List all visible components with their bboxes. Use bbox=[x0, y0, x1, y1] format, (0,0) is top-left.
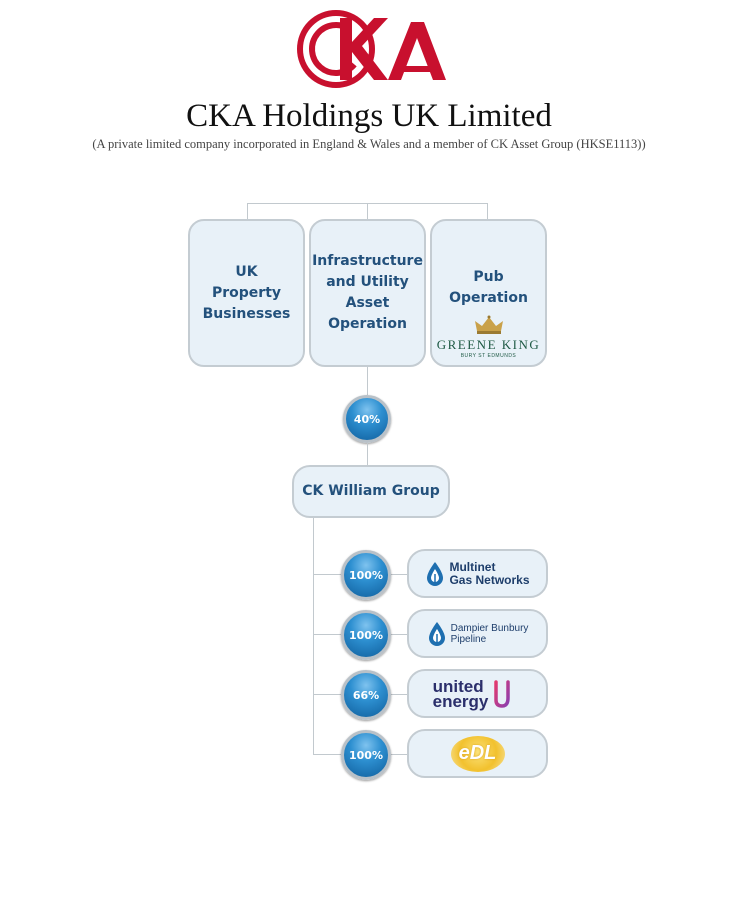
edl-logo: eDL bbox=[450, 735, 505, 772]
dampier-line1: Dampier Bunbury bbox=[450, 622, 529, 634]
united-energy-logo-box: united energy bbox=[407, 669, 548, 718]
multinet-logo-box: Multinet Gas Networks bbox=[407, 549, 548, 598]
connector-line bbox=[367, 367, 368, 395]
stake-circle: 66% bbox=[341, 670, 391, 720]
group-label: CK William Group bbox=[302, 483, 440, 499]
connector-line bbox=[487, 203, 488, 220]
connector-line bbox=[367, 443, 368, 465]
stake-circle: 40% bbox=[343, 395, 391, 443]
stake-circle: 100% bbox=[341, 610, 391, 660]
united-energy-swirl-icon bbox=[494, 679, 517, 708]
page-subtitle: (A private limited company incorporated … bbox=[92, 137, 646, 151]
gas-drop-icon bbox=[428, 621, 445, 646]
box-label: Infrastructure and Utility Asset Operati… bbox=[312, 253, 423, 332]
uk-property-box: UK Property Businesses bbox=[188, 219, 305, 367]
page-title: CKA Holdings UK Limited bbox=[186, 98, 552, 134]
dampier-bunbury-logo-box: Dampier Bunbury Pipeline bbox=[407, 609, 548, 658]
box-label: UK Property Businesses bbox=[202, 263, 291, 322]
greene-king-crown-icon bbox=[474, 315, 503, 334]
dampier-line2: Pipeline bbox=[450, 633, 487, 645]
gas-drop-icon bbox=[427, 561, 444, 586]
connector-line bbox=[247, 203, 248, 220]
stake-circle: 100% bbox=[341, 550, 391, 600]
connector-line bbox=[313, 518, 314, 754]
united-line2: energy bbox=[432, 691, 489, 711]
ck-william-group-box: CK William Group bbox=[292, 465, 450, 518]
pub-operation-box: Pub Operation GREENE KING BURY ST EDMUND… bbox=[430, 219, 547, 367]
box-label: Pub Operation bbox=[449, 269, 528, 306]
cka-logo bbox=[297, 10, 446, 88]
edl-logo-box: eDL bbox=[407, 729, 548, 778]
multinet-line2: Gas Networks bbox=[449, 572, 530, 587]
edl-text: eDL bbox=[458, 742, 497, 764]
multinet-line1: Multinet bbox=[449, 559, 496, 574]
connector-line bbox=[367, 203, 368, 220]
greene-king-name: GREENE KING bbox=[436, 337, 541, 352]
stake-circle: 100% bbox=[341, 730, 391, 780]
infrastructure-box: Infrastructure and Utility Asset Operati… bbox=[309, 219, 426, 367]
greene-king-tagline: BURY ST EDMUNDS bbox=[460, 353, 517, 359]
united-line1: united bbox=[432, 676, 484, 696]
